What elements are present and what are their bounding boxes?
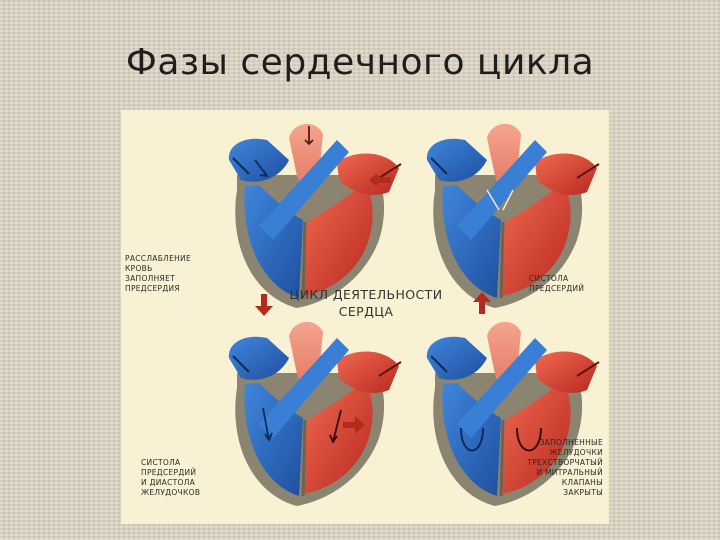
caption-line: И МИТРАЛЬНЫЙ <box>536 468 603 477</box>
heart-diagram-svg <box>227 122 601 508</box>
caption-line: ЗАПОЛНЯЕТ <box>125 274 175 283</box>
caption-line: СИСТОЛА <box>529 274 569 283</box>
cycle-arrow-left <box>369 174 391 186</box>
heart-atrial-systole <box>425 122 601 310</box>
caption-ventricular-diastole: СИСТОЛА ПРЕДСЕРДИЙ И ДИАСТОЛА ЖЕЛУДОЧКОВ <box>141 458 200 498</box>
cycle-arrow-up <box>473 292 491 314</box>
caption-line: ПРЕДСЕРДИЯ <box>125 284 180 293</box>
caption-line: ПРЕДСЕРДИЙ <box>529 284 585 293</box>
heart-relaxation <box>227 122 403 310</box>
cycle-arrow-down <box>255 294 273 316</box>
caption-line: ЗАПОЛНЕННЫЕ <box>539 438 603 447</box>
caption-valves-closed: ЗАПОЛНЕННЫЕ ЖЕЛУДОЧКИ ТРЕХСТВОРЧАТЫЙ И М… <box>523 438 603 498</box>
caption-line: ЖЕЛУДОЧКИ <box>549 448 603 457</box>
caption-relaxation: РАССЛАБЛЕНИЕ КРОВЬ ЗАПОЛНЯЕТ ПРЕДСЕРДИЯ <box>125 254 191 294</box>
caption-line: ЖЕЛУДОЧКОВ <box>141 488 201 497</box>
caption-line: ЗАКРЫТЫ <box>563 488 603 497</box>
center-label-line-2: СЕРДЦА <box>338 304 394 319</box>
caption-line: ПРЕДСЕРДИЙ <box>141 468 197 477</box>
caption-atrial-systole: СИСТОЛА ПРЕДСЕРДИЙ <box>529 274 584 294</box>
caption-line: КРОВЬ <box>125 264 153 273</box>
caption-line: ТРЕХСТВОРЧАТЫЙ <box>527 458 603 467</box>
caption-line: РАССЛАБЛЕНИЕ <box>125 254 192 263</box>
heart-valves-closed <box>425 320 601 508</box>
cycle-arrow-right <box>343 416 365 434</box>
heart-ventricular-diastole <box>227 320 403 508</box>
caption-line: СИСТОЛА <box>141 458 181 467</box>
cycle-center-label: ЦИКЛ ДЕЯТЕЛЬНОСТИ СЕРДЦА <box>271 286 461 320</box>
caption-line: И ДИАСТОЛА <box>141 478 196 487</box>
caption-line: КЛАПАНЫ <box>561 478 603 487</box>
slide-title: Фазы сердечного цикла <box>125 42 595 83</box>
center-label-line-1: ЦИКЛ ДЕЯТЕЛЬНОСТИ <box>289 287 443 302</box>
heart-cycle-figure: ЦИКЛ ДЕЯТЕЛЬНОСТИ СЕРДЦА РАССЛАБЛЕНИЕ КР… <box>121 110 609 524</box>
